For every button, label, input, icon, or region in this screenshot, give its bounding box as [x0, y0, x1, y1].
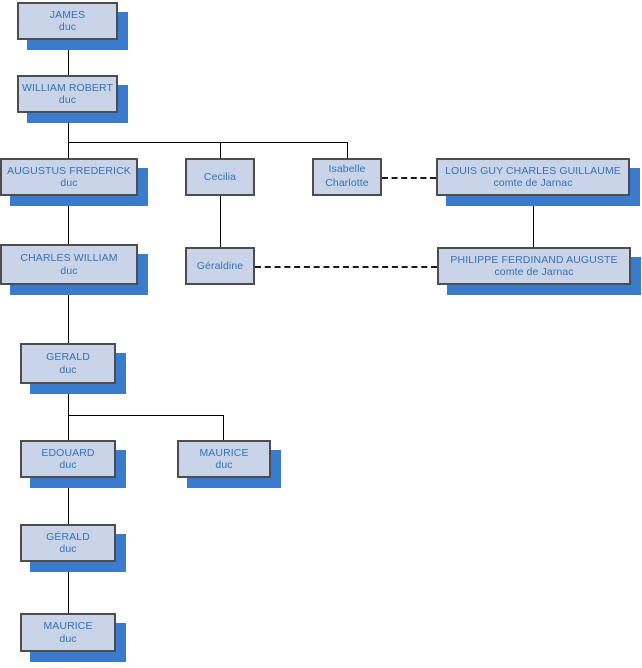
person-title: duc: [59, 459, 77, 471]
marriage-line-isabelle-louis: [382, 177, 436, 179]
connector-line-charles-to-gerald: [68, 285, 69, 343]
person-name: Cecilia: [203, 170, 237, 183]
person-name: JAMES: [49, 8, 86, 21]
connector-line-edouard-to-gerald2: [68, 478, 69, 524]
connector-line-cecilia-to-geraldine: [220, 196, 221, 247]
person-name: Isabelle Charlotte: [325, 163, 369, 189]
connector-line-bar-to-edouard: [68, 415, 69, 440]
person-node-isabelle[interactable]: Isabelle Charlotte: [312, 158, 382, 196]
connector-line-bar-to-maurice: [223, 415, 224, 440]
connector-line-bar-to-cecilia: [220, 142, 221, 158]
person-title: duc: [60, 177, 78, 189]
person-title: duc: [59, 543, 77, 555]
connector-line-bar-to-isabelle: [347, 142, 348, 158]
person-name: MAURICE: [199, 446, 249, 459]
person-title: duc: [59, 632, 77, 645]
person-name: AUGUSTUS FREDERICK: [7, 164, 131, 177]
connector-line-louis-to-philippe: [533, 196, 534, 247]
connector-line-sibling-bar-gen3: [68, 142, 348, 143]
person-name: WILLIAM ROBERT: [21, 81, 114, 94]
connector-line-gerald2-to-maurice2: [68, 562, 69, 613]
person-node-geraldine[interactable]: Géraldine: [185, 247, 255, 285]
connector-line-sibling-bar-gen6: [68, 415, 224, 416]
person-name: Géraldine: [196, 259, 244, 272]
person-name: EDOUARD: [41, 446, 95, 459]
person-title: duc: [58, 94, 77, 106]
person-title: comte de Jarnac: [494, 266, 574, 278]
connector-line-augustus-to-charles: [68, 196, 69, 244]
person-title: duc: [60, 264, 78, 277]
person-name: PHILIPPE FERDINAND AUGUSTE: [450, 253, 618, 266]
person-name: GÉRALD: [46, 530, 90, 543]
person-node-cecilia[interactable]: Cecilia: [185, 158, 255, 196]
connector-line-bar-to-augustus: [68, 142, 69, 158]
connector-line-james-to-william: [68, 40, 69, 75]
person-title: duc: [58, 21, 77, 33]
person-title: comte de Jarnac: [493, 177, 573, 189]
connector-line-gerald-down: [68, 384, 69, 415]
person-title: duc: [215, 459, 233, 471]
person-name: GERALD: [46, 351, 90, 364]
connector-line-william-down: [68, 113, 69, 142]
person-name: MAURICE: [43, 620, 93, 633]
person-name: LOUIS GUY CHARLES GUILLAUME: [445, 164, 621, 177]
marriage-line-geraldine-philippe: [255, 266, 437, 268]
person-name: CHARLES WILLIAM: [20, 252, 118, 265]
person-title: duc: [59, 363, 77, 376]
